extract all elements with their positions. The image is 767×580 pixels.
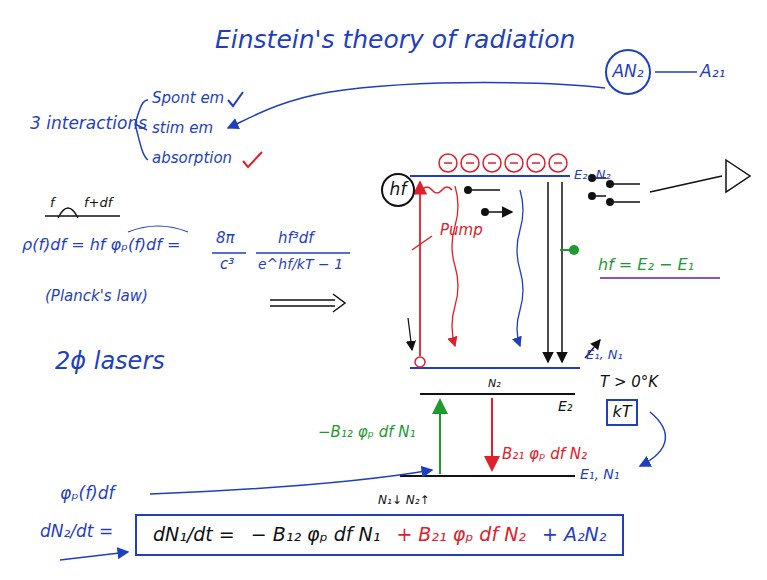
interaction-name: Spont em <box>152 90 224 107</box>
node-text: + A₂N₂ <box>542 524 606 546</box>
circled-term: hf <box>381 173 415 207</box>
node-text: AN₂ <box>612 62 643 82</box>
level-label: E₁, N₁ <box>586 348 623 363</box>
photon-density: φₚ(f)df <box>60 484 115 504</box>
boxed-term: kT <box>606 399 638 426</box>
slide-title: Einstein's theory of radiation <box>215 26 575 55</box>
level-label: E₂ <box>558 398 572 414</box>
population-label: N₂ <box>488 378 501 391</box>
heading-note: 3 interactions <box>30 114 147 134</box>
formula-part: 8π <box>216 230 235 247</box>
law-name: (Planck's law) <box>45 288 148 305</box>
level-label: E₂, N₂ <box>574 168 611 183</box>
node-text: kT <box>612 403 631 421</box>
rate-term: −B₁₂ φₚ df N₁ <box>318 424 416 441</box>
interaction-name: absorption <box>152 150 232 167</box>
coefficient-label: A₂₁ <box>700 62 725 82</box>
node-text: − B₁₂ φₚ df N₁ <box>251 524 381 546</box>
temperature-label: T > 0°K <box>600 374 658 391</box>
energy-relation: hf = E₂ − E₁ <box>598 256 694 274</box>
formula-part: c³ <box>220 256 234 273</box>
frequency-label: f+df <box>84 196 112 211</box>
population-change: N₁↓ N₂↑ <box>378 494 430 508</box>
equation-box: dN₁/dt = − B₁₂ φₚ df N₁ + B₂₁ φₚ df N₂ + A₂… <box>135 514 624 556</box>
node-text: hf <box>390 180 407 200</box>
node-text: + B₂₁ φₚ df N₂ <box>396 524 526 546</box>
rate-term: B₂₁ φₚ df N₂ <box>502 446 587 463</box>
formula-part: ρ(f)df = hf φₚ(f)df = <box>22 236 180 254</box>
node-text: dN₁/dt = <box>153 524 235 546</box>
level-label: E₁, N₁ <box>580 466 619 482</box>
interaction-name: stim em <box>152 120 213 137</box>
formula-part: e^hf/kT − 1 <box>258 256 343 272</box>
frequency-label: f <box>50 196 55 211</box>
rate-equation: dN₂/dt = <box>40 522 113 542</box>
section-heading: 2ϕ lasers <box>55 348 165 376</box>
formula-part: hf³df <box>278 230 314 247</box>
circled-term: AN₂ <box>605 49 651 95</box>
pump-label: Pump <box>440 222 483 239</box>
